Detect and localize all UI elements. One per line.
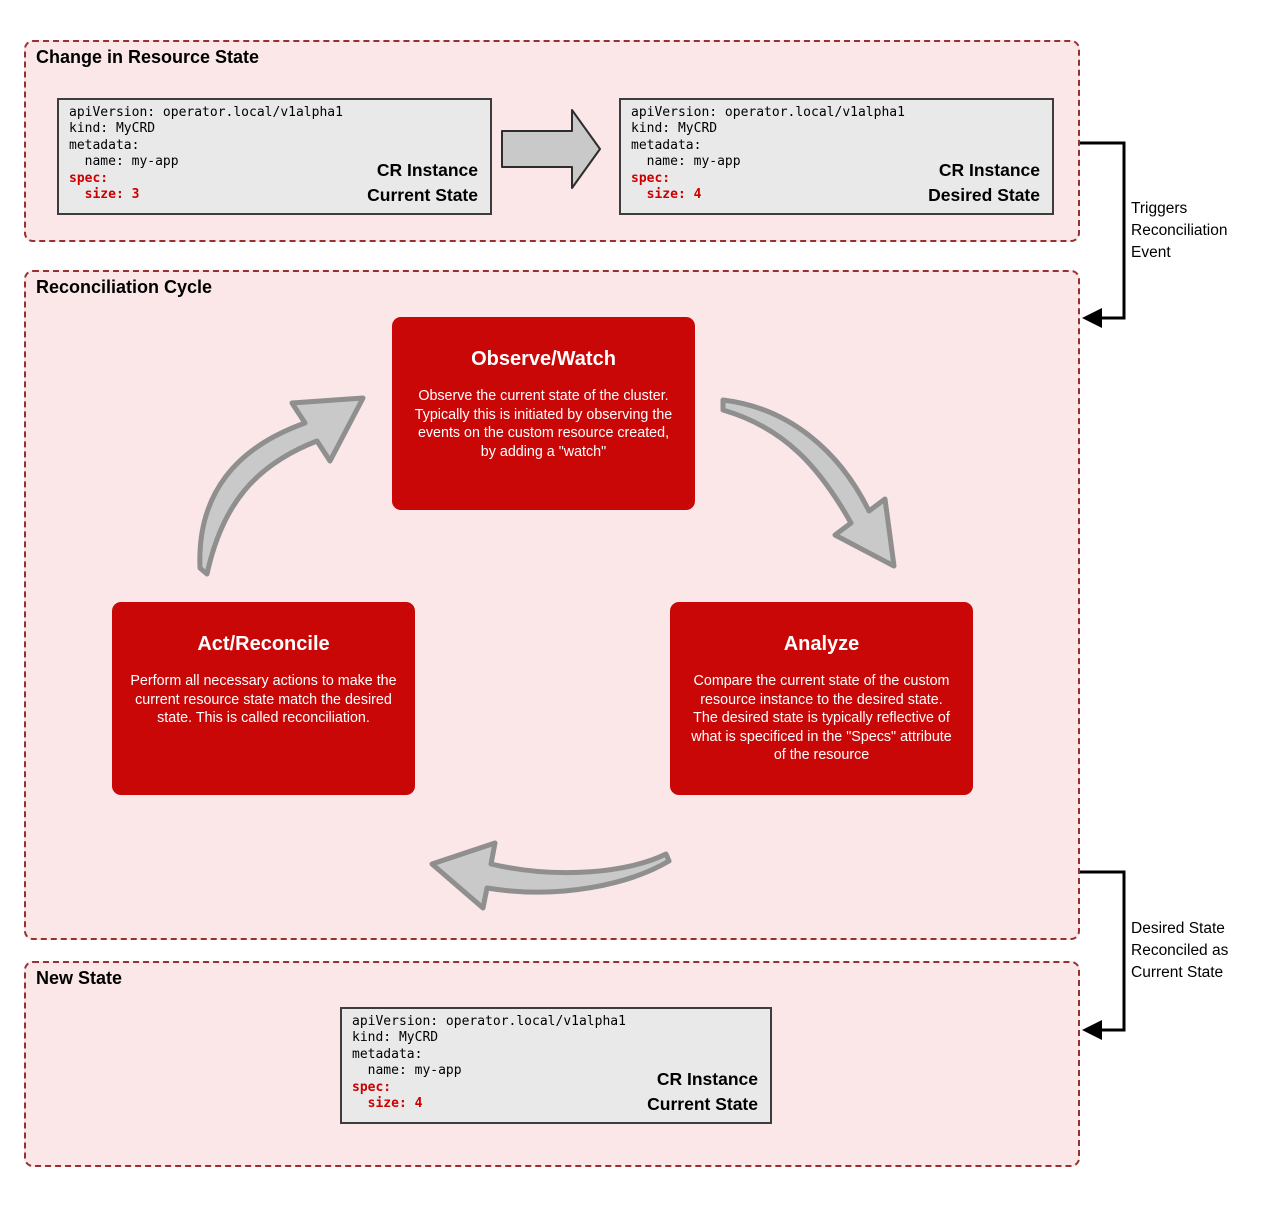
step-observe-watch: Observe/Watch Observe the current state … [392, 317, 695, 510]
cr-box-desired-state: apiVersion: operator.local/v1alpha1 kind… [619, 98, 1054, 215]
step-analyze-body: Compare the current state of the custom … [691, 673, 952, 764]
yaml-new-common: apiVersion: operator.local/v1alpha1 kind… [352, 1014, 626, 1079]
step-act-reconcile: Act/Reconcile Perform all necessary acti… [112, 602, 415, 795]
section-reconciliation-cycle: Reconciliation Cycle Observe/Watch Obser… [24, 270, 1080, 940]
yaml-desired-common: apiVersion: operator.local/v1alpha1 kind… [631, 105, 905, 170]
yaml-desired: apiVersion: operator.local/v1alpha1 kind… [631, 105, 905, 203]
cr-new-label: CR Instance Current State [647, 1069, 758, 1114]
yaml-new: apiVersion: operator.local/v1alpha1 kind… [352, 1014, 626, 1112]
step-observe-body: Observe the current state of the cluster… [414, 388, 673, 460]
yaml-new-spec: spec: size: 4 [352, 1079, 423, 1112]
section-cycle-title: Reconciliation Cycle [36, 277, 213, 297]
step-analyze-title: Analyze [783, 633, 860, 655]
annotation-desired-state-reconciled: Desired State Reconciled as Current Stat… [1131, 920, 1229, 981]
section-change-title: Change in Resource State [36, 47, 260, 67]
connector-triggers-reconciliation [1080, 141, 1126, 328]
yaml-current-spec: spec: size: 3 [69, 170, 140, 203]
cr-box-current-state: apiVersion: operator.local/v1alpha1 kind… [57, 98, 492, 215]
cr-current-label: CR Instance Current State [367, 160, 478, 205]
step-act-title: Act/Reconcile [197, 633, 330, 655]
cr-desired-label: CR Instance Desired State [928, 160, 1040, 205]
step-act-body: Perform all necessary actions to make th… [130, 673, 397, 727]
yaml-current-common: apiVersion: operator.local/v1alpha1 kind… [69, 105, 343, 170]
yaml-desired-spec: spec: size: 4 [631, 170, 702, 203]
section-new-state: New State apiVersion: operator.local/v1a… [24, 961, 1080, 1167]
connector-desired-reconciled [1080, 870, 1126, 1040]
section-change-in-resource-state: Change in Resource State apiVersion: ope… [24, 40, 1080, 242]
cr-box-new-state: apiVersion: operator.local/v1alpha1 kind… [340, 1007, 772, 1124]
step-observe-title: Observe/Watch [471, 348, 616, 370]
section-new-state-title: New State [36, 968, 123, 988]
yaml-current: apiVersion: operator.local/v1alpha1 kind… [69, 105, 343, 203]
annotation-triggers-reconciliation: Triggers Reconciliation Event [1131, 200, 1228, 261]
step-analyze: Analyze Compare the current state of the… [670, 602, 973, 795]
